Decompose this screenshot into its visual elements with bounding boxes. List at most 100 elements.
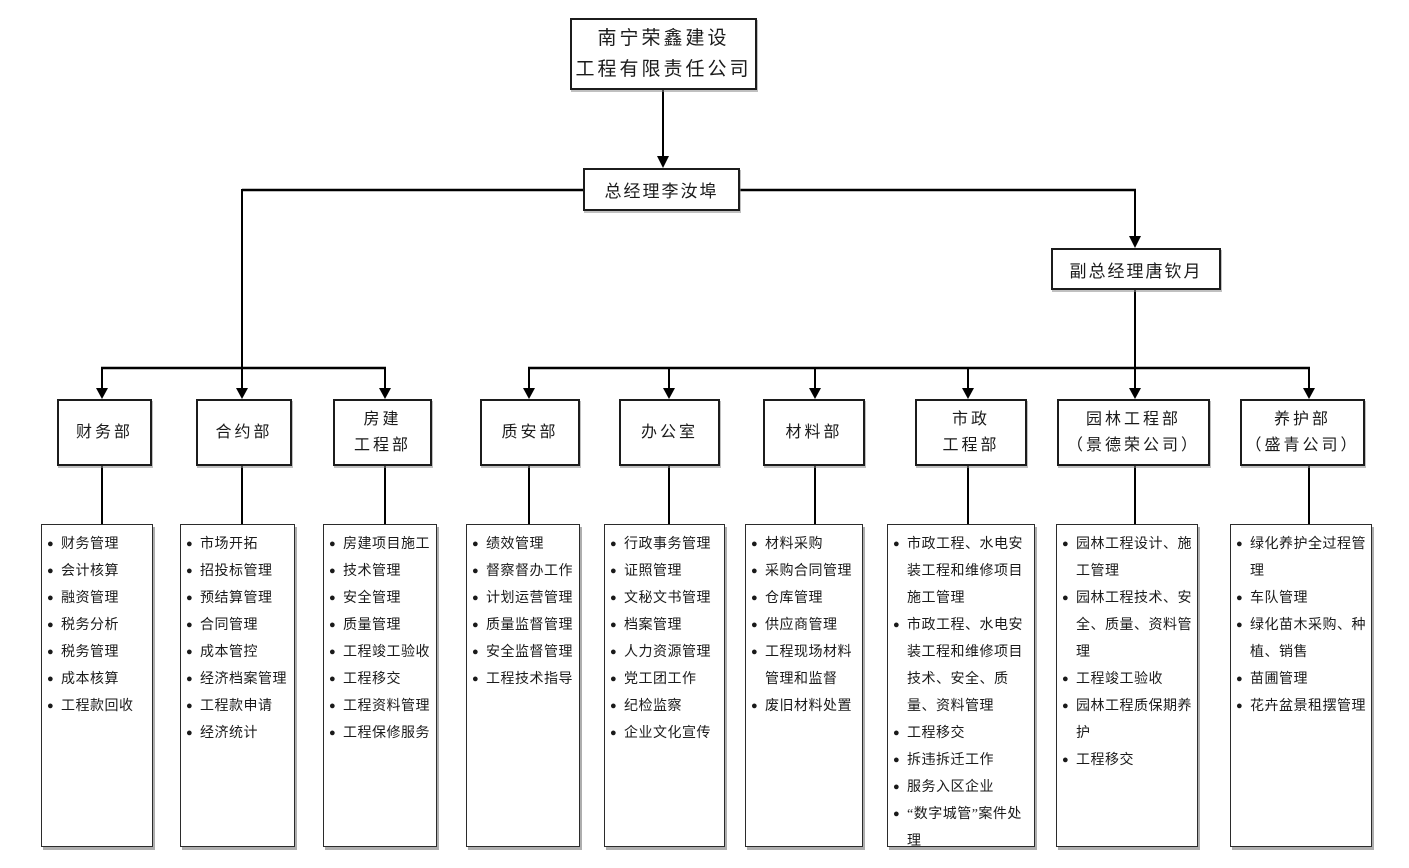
bullet-icon: ● — [186, 538, 194, 550]
responsibility-text: 工程款申请 — [200, 699, 273, 714]
bullet-icon: ● — [47, 538, 55, 550]
duty-list-landscape-engineering: ●园林工程设计、施工管理●园林工程技术、安全、质量、资料管理●工程竣工验收●园林… — [1056, 524, 1198, 847]
responsibility-text: 园林工程质保期养护 — [1076, 699, 1192, 741]
bullet-icon: ● — [610, 673, 618, 685]
bullet-icon: ● — [472, 565, 480, 577]
duty-list-office: ●行政事务管理●证照管理●文秘文书管理●档案管理●人力资源管理●党工团工作●纪检… — [604, 524, 725, 847]
bullet-icon: ● — [751, 592, 759, 604]
responsibility-item: ● 文秘文书管理 — [610, 585, 721, 612]
bullet-icon: ● — [472, 673, 480, 685]
bullet-icon: ● — [610, 619, 618, 631]
responsibility-text: 质量管理 — [343, 618, 401, 633]
responsibility-item: ●纪检监察 — [610, 693, 721, 720]
duty-list-contracts: ●市场开拓●招投标管理●预结算管理●合同管理●成本管控●经济档案管理●工程款申请… — [180, 524, 295, 847]
responsibility-text: 融资管理 — [61, 591, 119, 606]
bullet-icon: ● — [186, 565, 194, 577]
responsibility-item: ●企业文化宣传 — [610, 720, 721, 747]
responsibility-item: ●经济统计 — [186, 720, 291, 747]
responsibility-text: 园林工程设计、施工管理 — [1076, 537, 1192, 579]
responsibility-item: ●人力资源管理 — [610, 639, 721, 666]
bullet-icon: ● — [893, 754, 901, 766]
bullet-icon: ● — [329, 727, 337, 739]
responsibility-item: ●质量监督管理 — [472, 612, 576, 639]
duty-list-quality-safety: ●绩效管理●督察督办工作●计划运营管理●质量监督管理●安全监督管理●工程技术指导 — [466, 524, 580, 847]
responsibility-text: 工程竣工验收 — [1076, 672, 1163, 687]
responsibility-text: “数字城管”案件处理 — [907, 807, 1022, 849]
responsibility-item: ●工程移交 — [893, 720, 1031, 747]
arrowhead-icon — [1129, 236, 1141, 248]
bullet-icon: ● — [186, 592, 194, 604]
responsibility-item: ●工程现场材料管理和监督 — [751, 639, 859, 693]
responsibility-item: ●工程资料管理 — [329, 693, 433, 720]
dept-box-materials: 材料部 — [763, 399, 865, 466]
responsibility-item: ● 工程竣工验收 — [329, 639, 433, 666]
responsibility-text: 花卉盆景租摆管理 — [1250, 699, 1366, 714]
responsibility-text: 成本核算 — [61, 672, 119, 687]
bullet-icon: ● — [893, 619, 901, 631]
responsibility-text: 车队管理 — [1250, 591, 1308, 606]
duty-list-finance: ●财务管理●会计核算●融资管理●税务分析●税务管理●成本核算●工程款回收 — [41, 524, 153, 847]
responsibility-text: 绿化苗木采购、种植、销售 — [1250, 618, 1366, 660]
responsibility-text: 工程技术指导 — [486, 672, 573, 687]
responsibility-item: ●市政工程、水电安装工程和维修项目施工管理 — [893, 531, 1031, 612]
bullet-icon: ● — [472, 538, 480, 550]
general-manager-box: 总经理李汝埠 — [583, 168, 740, 211]
responsibility-text: 工程资料管理 — [343, 699, 430, 714]
responsibility-text: 财务管理 — [61, 537, 119, 552]
bullet-icon: ● — [1062, 538, 1070, 550]
responsibility-item: ● 材料采购 — [751, 531, 859, 558]
bullet-icon: ● — [751, 565, 759, 577]
responsibility-item: ● 市场开拓 — [186, 531, 291, 558]
responsibility-text: 材料采购 — [765, 537, 823, 552]
bullet-icon: ● — [1236, 700, 1244, 712]
responsibility-text: 仓库管理 — [765, 591, 823, 606]
dept-box-finance: 财务部 — [57, 399, 152, 466]
responsibility-item: ●工程保修服务 — [329, 720, 433, 747]
responsibility-text: 计划运营管理 — [486, 591, 573, 606]
responsibility-item: ● 市政工程、水电安装工程和维修项目技术、安全、质量、资料管理 — [893, 612, 1031, 720]
bullet-icon: ● — [751, 538, 759, 550]
dept-box-office: 办公室 — [619, 399, 720, 466]
responsibility-text: 证照管理 — [624, 564, 682, 579]
responsibility-item: ●工程竣工验收 — [1062, 666, 1194, 693]
responsibility-item: ●工程款申请 — [186, 693, 291, 720]
responsibility-text: 税务管理 — [61, 645, 119, 660]
bullet-icon: ● — [610, 646, 618, 658]
responsibility-text: 市政工程、水电安装工程和维修项目技术、安全、质量、资料管理 — [907, 618, 1023, 714]
responsibility-item: ● 花卉盆景租摆管理 — [1236, 693, 1368, 720]
responsibility-item: ●成本核算 — [47, 666, 149, 693]
bullet-icon: ● — [610, 700, 618, 712]
bullet-icon: ● — [472, 592, 480, 604]
responsibility-text: 采购合同管理 — [765, 564, 852, 579]
responsibility-text: 质量监督管理 — [486, 618, 573, 633]
responsibility-text: 工程竣工验收 — [343, 645, 430, 660]
responsibility-text: 招投标管理 — [200, 564, 273, 579]
responsibility-item: ●工程移交 — [1062, 747, 1194, 774]
responsibility-item: ●工程移交 — [329, 666, 433, 693]
bullet-icon: ● — [751, 619, 759, 631]
responsibility-item: ● 招投标管理 — [186, 558, 291, 585]
responsibility-item: ● 工程技术指导 — [472, 666, 576, 693]
responsibility-item: ● 采购合同管理 — [751, 558, 859, 585]
bullet-icon: ● — [751, 700, 759, 712]
bullet-icon: ● — [1236, 673, 1244, 685]
responsibility-text: 市场开拓 — [200, 537, 258, 552]
responsibility-text: 工程移交 — [343, 672, 401, 687]
bullet-icon: ● — [329, 619, 337, 631]
bullet-icon: ● — [329, 646, 337, 658]
responsibility-item: ● 财务管理 — [47, 531, 149, 558]
responsibility-text: 经济档案管理 — [200, 672, 287, 687]
responsibility-text: 房建项目施工 — [343, 537, 430, 552]
bullet-icon: ● — [610, 592, 618, 604]
bullet-icon: ● — [1236, 619, 1244, 631]
responsibility-text: 工程移交 — [1076, 753, 1134, 768]
dept-box-municipal-engineering: 市政 工程部 — [915, 399, 1027, 466]
responsibility-item: ● 计划运营管理 — [472, 585, 576, 612]
responsibility-text: 文秘文书管理 — [624, 591, 711, 606]
bullet-icon: ● — [186, 673, 194, 685]
responsibility-item: ●绿化养护全过程管理 — [1236, 531, 1368, 585]
responsibility-item: ●房建项目施工 — [329, 531, 433, 558]
responsibility-item: ●“数字城管”案件处理 — [893, 801, 1031, 855]
responsibility-text: 工程移交 — [907, 726, 965, 741]
responsibility-item: ●安全监督管理 — [472, 639, 576, 666]
